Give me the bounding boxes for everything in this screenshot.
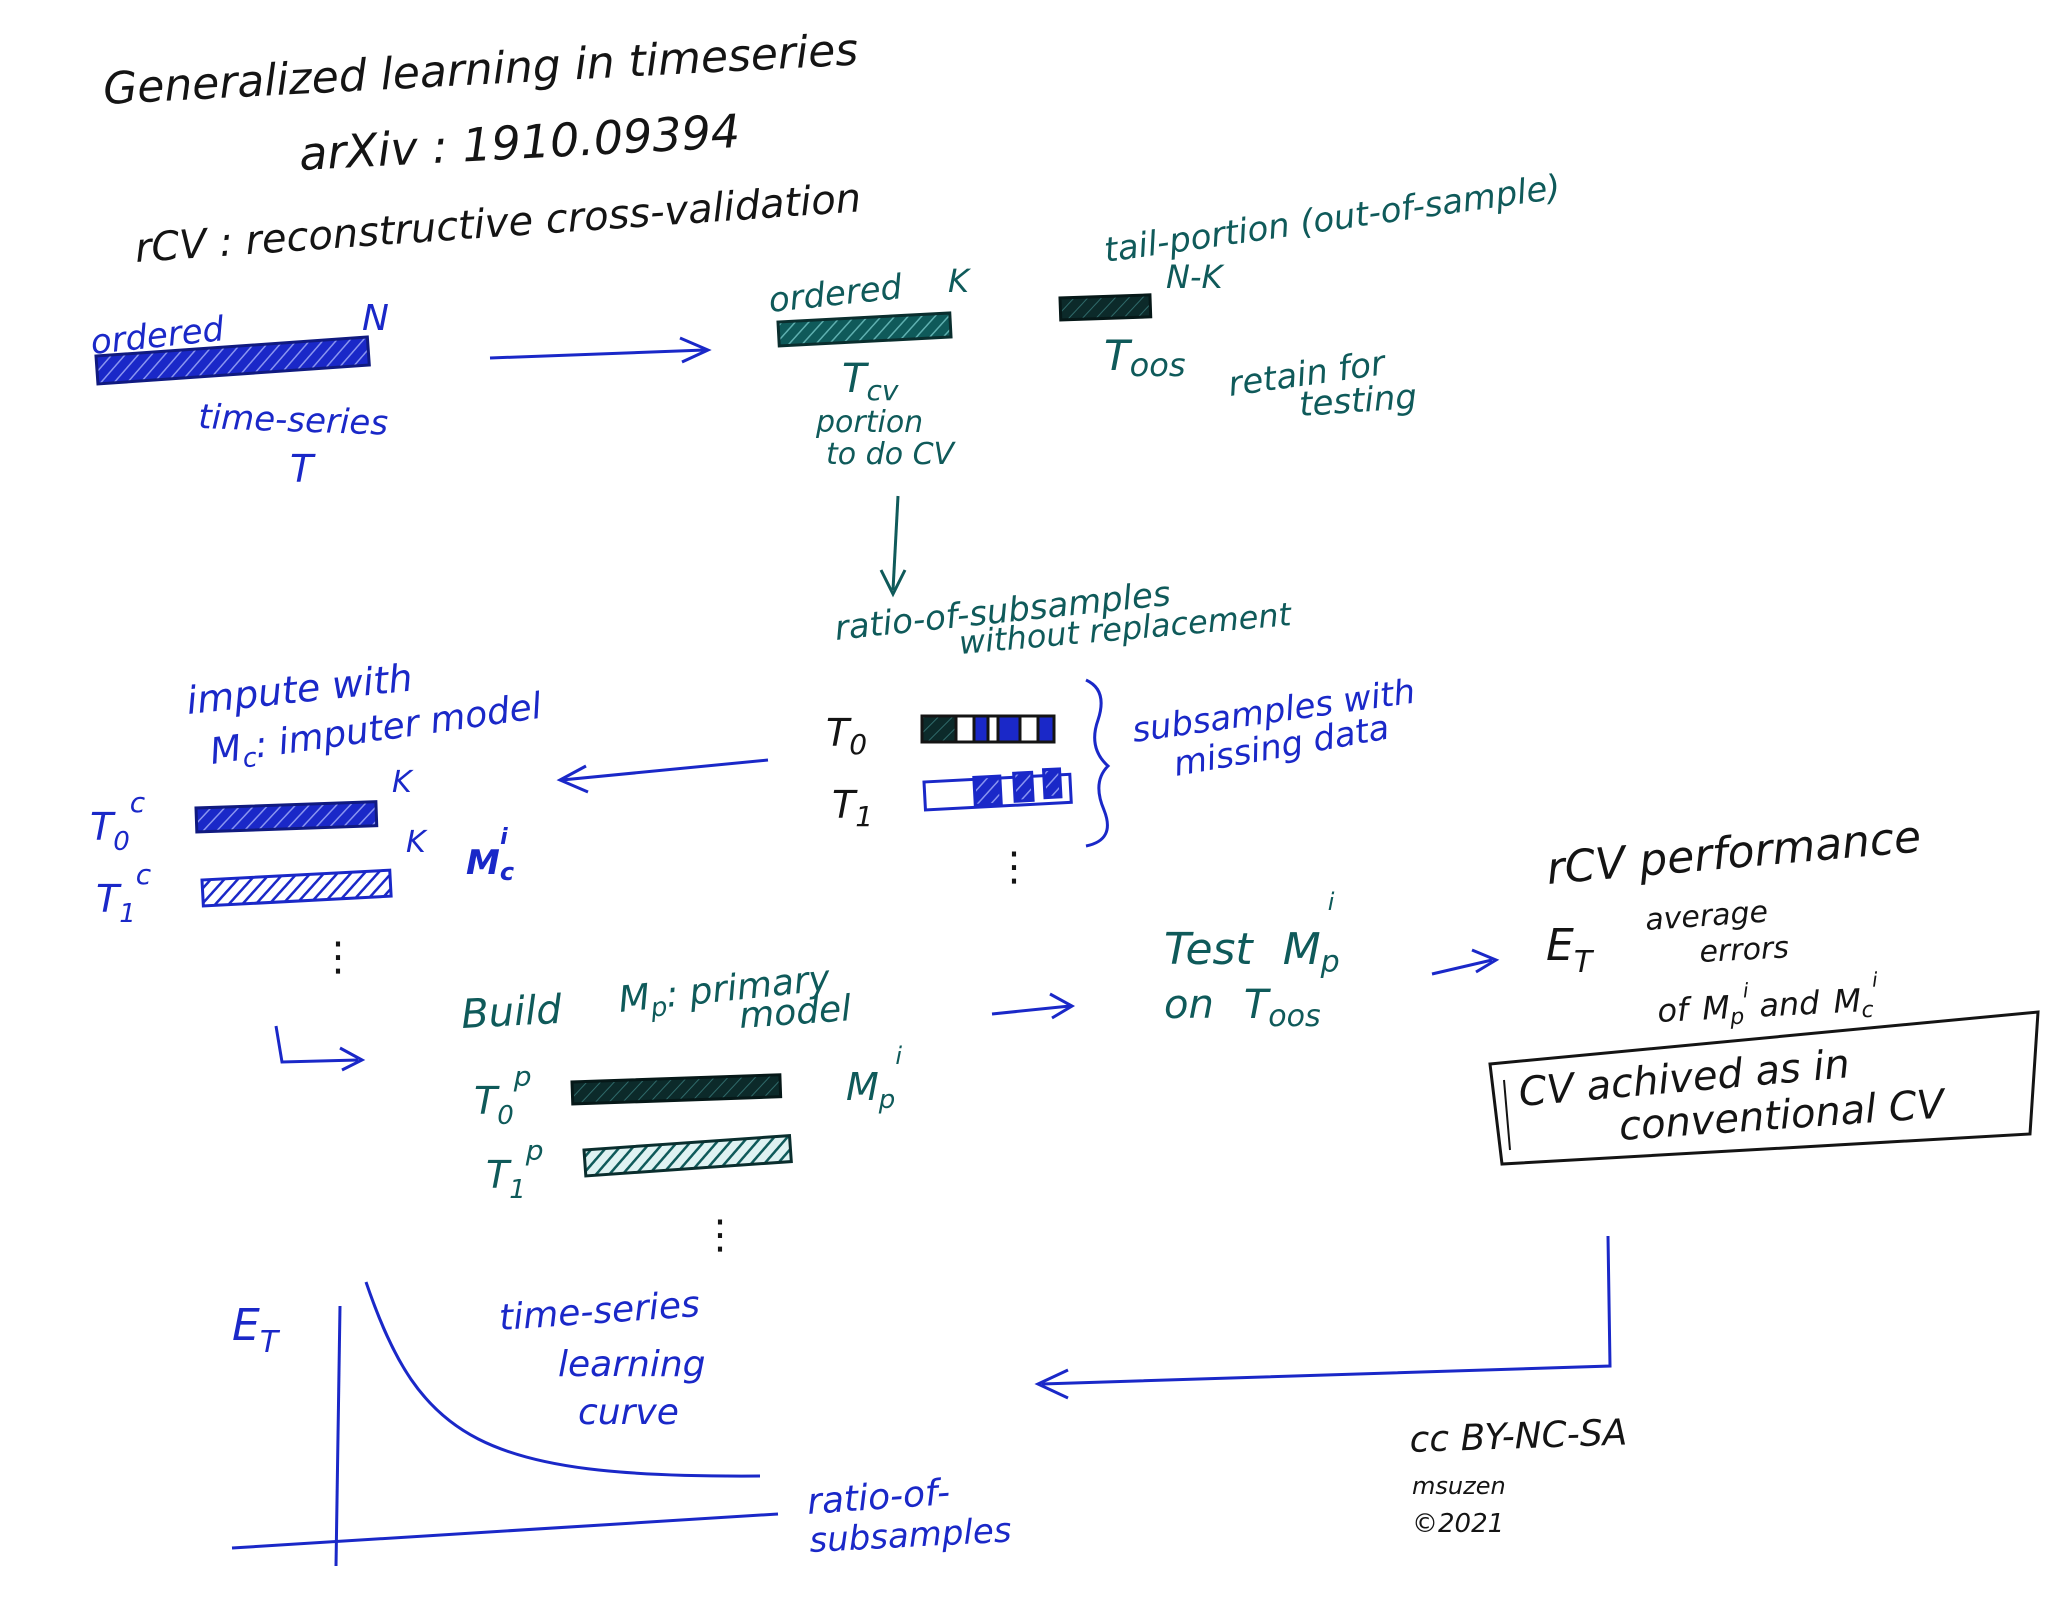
curve-et-label: ET [232,1300,281,1360]
cv-achieved-box [1488,1010,2040,1166]
curve-x-label-1: ratio-of- [806,1472,952,1523]
arrow-impute-to-primary [274,1025,366,1072]
t0c-label: T0c [90,786,146,857]
rcv-performance-title: rCV performance [1545,811,1923,895]
series-bar [94,335,371,386]
testing-label: testing [1298,377,1418,425]
nk-label: N-K [1166,258,1225,296]
subsample-dots: ⋮ [994,844,1034,890]
model-label: model [738,988,853,1037]
subsample-brace [1085,678,1111,848]
cv-portion-label: portion [815,405,923,440]
build-label: Build [460,987,563,1038]
mpi-label: Mpi [846,1042,902,1115]
cv-portion-bar [776,311,953,348]
toos-label: Toos [1104,331,1185,384]
cv-ordered-label: ordered [767,267,905,321]
title-line-3: rCV : reconstructive cross-validation [133,175,862,272]
cv-k-label: K [948,262,972,300]
copyright-label: ©2021 [1412,1509,1504,1539]
arrow-series-to-split [489,336,712,364]
learning-curve-line [364,1281,761,1478]
learning-curve-axes [231,1305,779,1567]
t1p-label: T1p [486,1134,544,1205]
title-line-2: arXiv : 1910.09394 [298,104,742,181]
t1-subsample-bar [922,767,1073,812]
t1c-bar [200,868,393,908]
curve-label-3: curve [578,1392,679,1433]
series-n-label: N [362,298,389,339]
average-label: average [1644,894,1769,937]
oos-bar [1058,293,1153,322]
errors-label: errors [1699,930,1790,970]
t0c-bar [194,800,379,834]
mci-label: Mci [466,825,514,886]
t1c-label: T1c [96,858,152,929]
author-label: msuzen [1412,1472,1506,1500]
arrow-cv-to-subsamples [879,495,907,598]
series-t-label: T [290,447,316,491]
arrow-primary-to-test [991,992,1076,1020]
license-label: cc BY-NC-SA [1409,1412,1628,1461]
title-line-1: Generalized learning in timeseries [102,25,859,115]
arrow-subsamples-to-impute [556,758,769,794]
impute-dots: ⋮ [318,934,358,980]
tcv-label: Tcv [842,356,899,407]
tail-portion-label: tail-portion (out-of-sample) [1102,167,1563,271]
t0p-label: T0p [474,1060,532,1131]
t0-subsample-label: T0 [826,711,867,761]
cv-todo-label: to do CV [826,437,957,472]
t1p-bar [582,1134,793,1178]
cv-achieved-box-inner [1503,1079,1511,1151]
t1-subsample-label: T1 [832,783,873,833]
primary-dots: ⋮ [700,1212,740,1258]
series-name-label: time-series [198,397,389,444]
arrow-test-to-performance [1431,948,1500,976]
impute-k2-label: K [406,825,428,860]
t0p-bar [570,1073,783,1106]
curve-label-2: learning [558,1344,706,1385]
t0-subsample-bar [920,714,1056,744]
arrow-performance-to-curve [1034,1235,1612,1400]
curve-label-1: time-series [498,1284,701,1339]
impute-k1-label: K [392,765,414,800]
perf-et-label: ET [1546,920,1595,980]
